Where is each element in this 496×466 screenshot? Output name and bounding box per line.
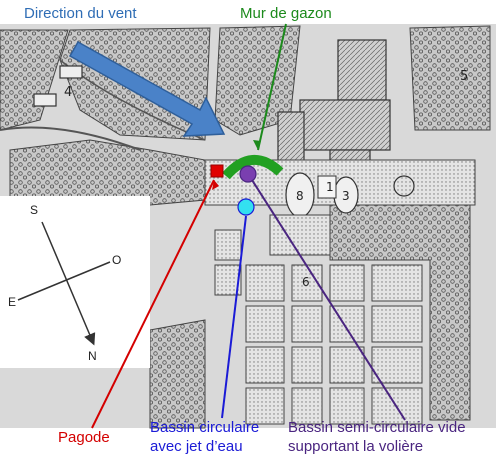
semi-basin-label-line2: supportant la volière (288, 438, 424, 455)
semi-basin-label-line1: Bassin semi-circulaire vide (288, 419, 466, 436)
pagoda-pointer (91, 179, 215, 429)
turf-wall-arc (222, 154, 284, 180)
round-basin-label-line2: avec jet d’eau (150, 438, 243, 455)
map-number-4: 4 (64, 85, 72, 100)
map-number-1: 1 (326, 180, 334, 194)
wind-direction-label: Direction du vent (24, 5, 137, 22)
pagoda-label: Pagode (58, 429, 110, 446)
round-basin-marker (237, 198, 255, 216)
turf-wall-pointer (257, 23, 287, 151)
compass-east-label: E (8, 295, 16, 309)
map-number-6: 6 (302, 275, 310, 289)
round-basin-label: Bassin circulaire avec jet d’eau (150, 418, 259, 456)
semi-basin-label: Bassin semi-circulaire vide supportant l… (288, 418, 466, 456)
semi-basin-pointer (251, 179, 406, 421)
compass-east-west-line (17, 261, 111, 301)
compass-west-label: O (112, 253, 121, 267)
turf-wall-label: Mur de gazon (240, 5, 332, 22)
compass-north-south-line (41, 221, 96, 346)
compass-south-label: S (30, 203, 38, 217)
compass-north-label: N (88, 349, 97, 363)
semi-basin-marker (239, 165, 257, 183)
map-number-8: 8 (296, 189, 304, 203)
round-basin-pointer (221, 215, 247, 419)
wind-direction-arrow (68, 40, 226, 137)
map-number-5: 5 (460, 69, 468, 84)
round-basin-label-line1: Bassin circulaire (150, 419, 260, 436)
compass-inset (0, 196, 150, 368)
pagoda-marker (210, 164, 224, 178)
map-number-3: 3 (342, 189, 350, 203)
